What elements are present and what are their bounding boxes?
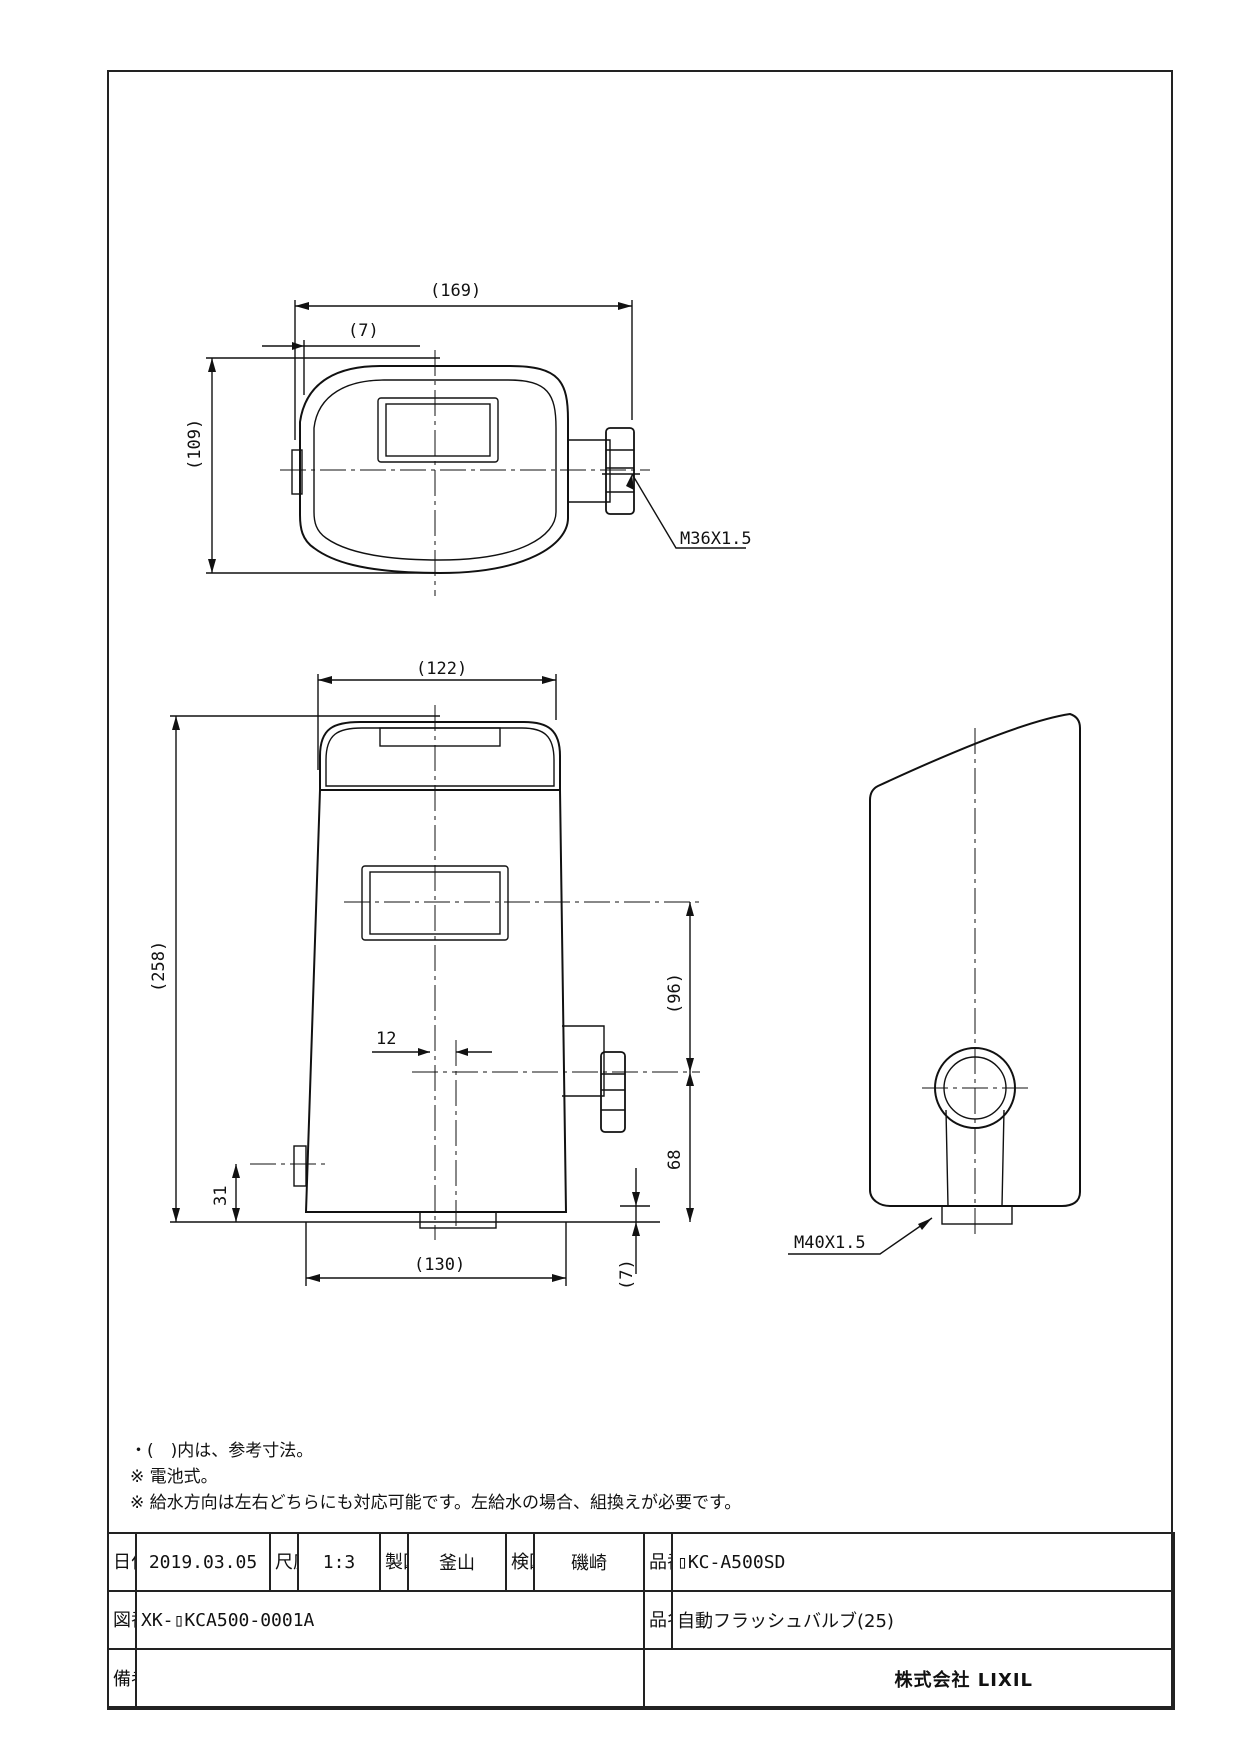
part-name-value: 自動フラッシュバルブ(25) [671,1590,1175,1650]
remarks-label: 備考 [107,1648,137,1710]
note-water-supply: ※ 給水方向は左右どちらにも対応可能です。左給水の場合、組換えが必要です。 [130,1493,742,1513]
dim-top-height: (109) [185,419,205,470]
dim-side-thread: M40X1.5 [794,1233,866,1253]
remarks-value [135,1648,645,1710]
dim-front-width-top: (122) [416,659,467,679]
checked-by: 磯崎 [533,1532,645,1592]
part-no-label: 品番 [643,1532,673,1592]
front-view [293,721,626,1229]
dim-top-offset: (7) [348,321,379,341]
dim-front-inlet-height: (96) [665,973,685,1014]
dim-top-thread: M36X1.5 [680,529,752,549]
drawing-notes: ・( )内は、参考寸法。 ※ 電池式。 ※ 給水方向は左右どちらにも対応可能です… [130,1438,741,1516]
title-block: 日付 2019.03.05 尺度 1:3 製図 釜山 検図 磯崎 品番 ▯KC-… [107,1532,1175,1710]
date-value: 2019.03.05 [135,1532,271,1592]
technical-drawing: (169) (7) (109) M36X1.5 (122) (258) (96)… [149,281,1081,1290]
dim-front-side-port-height: 31 [211,1186,231,1206]
checked-label: 検図 [505,1532,535,1592]
top-view [291,365,640,575]
drawing-no-value: XK-▯KCA500-0001A [135,1590,645,1650]
dim-top-width: (169) [430,281,481,301]
part-no-value: ▯KC-A500SD [671,1532,1175,1592]
part-name-label: 品名 [643,1590,673,1650]
drawing-no-label: 図番 [107,1590,137,1650]
drawn-by: 釜山 [407,1532,507,1592]
dim-front-height: (258) [149,941,169,992]
dim-front-bottom-offset: (7) [617,1259,637,1290]
dim-front-base-width: (130) [414,1255,465,1275]
company-name: 株式会社 LIXIL [643,1648,1175,1710]
scale-value: 1:3 [297,1532,381,1592]
note-battery: ※ 電池式。 [130,1467,218,1487]
note-reference-dims: ・( )内は、参考寸法。 [130,1441,314,1461]
drawn-label: 製図 [379,1532,409,1592]
date-label: 日付 [107,1532,137,1592]
scale-label: 尺度 [269,1532,299,1592]
dim-front-outlet-offset: 12 [376,1029,396,1049]
dim-front-inlet-from-bottom: 68 [665,1150,685,1170]
